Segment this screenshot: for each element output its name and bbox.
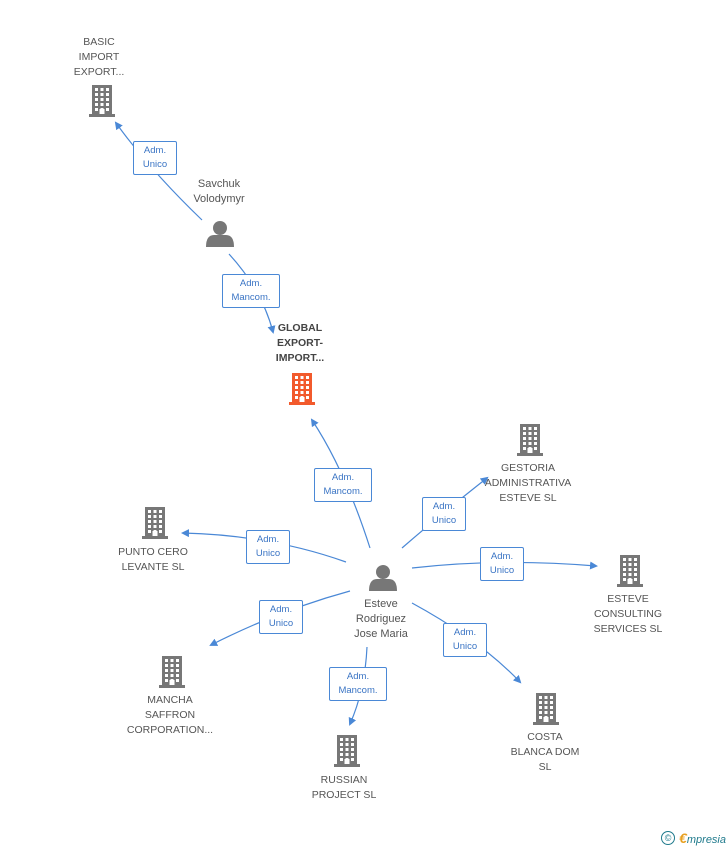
person-icon-esteve[interactable] xyxy=(369,565,397,591)
brand-initial: € xyxy=(679,830,687,846)
edge-label-e3[interactable]: Adm. Mancom. xyxy=(314,468,372,502)
edge-label-e5[interactable]: Adm. Unico xyxy=(246,530,290,564)
node-label-consulting[interactable]: ESTEVE CONSULTING SERVICES SL xyxy=(593,593,663,635)
person-icon-savchuk[interactable] xyxy=(206,221,234,247)
building-icon-costa[interactable] xyxy=(533,693,559,725)
edge-label-e6[interactable]: Adm. Unico xyxy=(480,547,524,581)
brand-logo: €mpresia xyxy=(679,830,726,846)
building-icon-punto[interactable] xyxy=(142,507,168,539)
building-icon-basic[interactable] xyxy=(89,85,115,117)
building-icon-consulting[interactable] xyxy=(617,555,643,587)
building-icon-russian[interactable] xyxy=(334,735,360,767)
node-label-mancha[interactable]: MANCHA SAFFRON CORPORATION... xyxy=(126,694,214,736)
edge-label-e7[interactable]: Adm. Unico xyxy=(259,600,303,634)
node-label-global[interactable]: GLOBAL EXPORT- IMPORT... xyxy=(275,322,325,364)
footer-brand[interactable]: ©€mpresia xyxy=(661,830,726,846)
copyright-icon: © xyxy=(661,831,676,845)
building-icon-global[interactable] xyxy=(289,373,315,405)
edge-label-e9[interactable]: Adm. Mancom. xyxy=(329,667,387,701)
node-label-russian[interactable]: RUSSIAN PROJECT SL xyxy=(311,774,377,801)
building-icon-gestoria[interactable] xyxy=(517,424,543,456)
building-icon-mancha[interactable] xyxy=(159,656,185,688)
brand-name: mpresia xyxy=(686,834,726,846)
node-label-punto[interactable]: PUNTO CERO LEVANTE SL xyxy=(118,546,188,573)
nodes-layer xyxy=(89,85,643,767)
edge-label-e1[interactable]: Adm. Unico xyxy=(133,141,177,175)
node-label-costa[interactable]: COSTA BLANCA DOM SL xyxy=(510,731,580,773)
edge-label-e8[interactable]: Adm. Unico xyxy=(443,623,487,657)
node-label-esteve[interactable]: Esteve Rodriguez Jose Maria xyxy=(354,598,408,640)
node-label-savchuk[interactable]: Savchuk Volodymyr xyxy=(193,178,245,205)
edge-label-e2[interactable]: Adm. Mancom. xyxy=(222,274,280,308)
node-label-gestoria[interactable]: GESTORIA ADMINISTRATIVA ESTEVE SL xyxy=(484,462,572,504)
edge-label-e4[interactable]: Adm. Unico xyxy=(422,497,466,531)
node-label-basic[interactable]: BASIC IMPORT EXPORT... xyxy=(73,36,125,78)
